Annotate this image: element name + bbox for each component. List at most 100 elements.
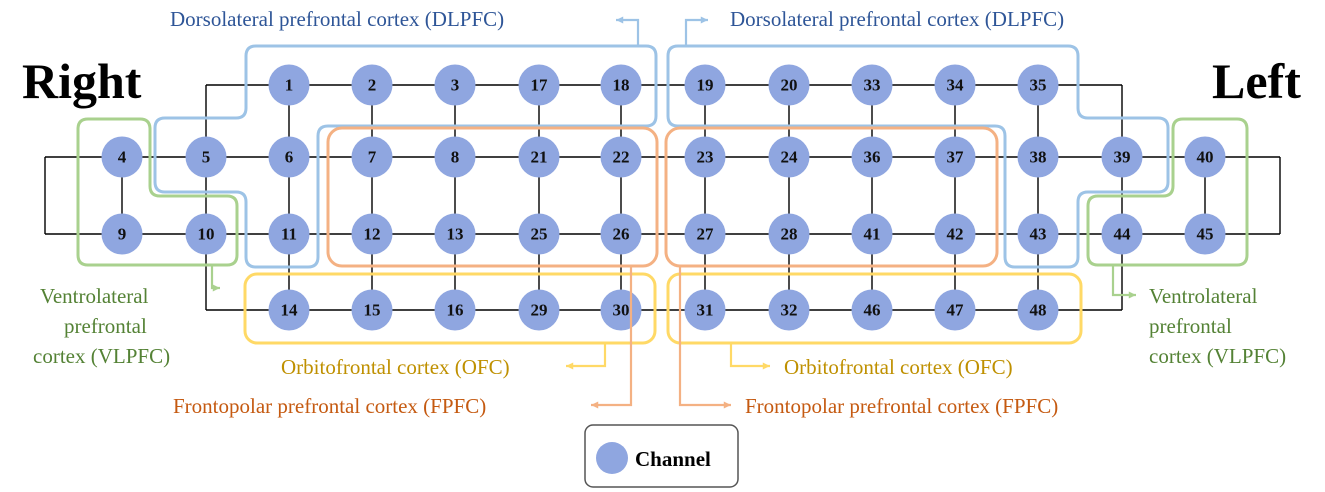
vlpfc-left-label-line1: Ventrolateral xyxy=(1149,284,1258,308)
dlpfc-right-label: Dorsolateral prefrontal cortex (DLPFC) xyxy=(170,7,504,31)
fpfc-right-arrow-line xyxy=(591,266,633,407)
channel-15: 15 xyxy=(351,289,393,331)
fpfc-left-arrow-head xyxy=(723,401,731,409)
ofc-right-label: Orbitofrontal cortex (OFC) xyxy=(281,355,510,379)
channel-10: 10 xyxy=(185,213,227,255)
channel-marker xyxy=(351,289,393,331)
channel-marker xyxy=(434,136,476,178)
channel-17: 17 xyxy=(518,64,560,106)
ofc-left-arrow xyxy=(729,343,770,370)
channel-46: 46 xyxy=(851,289,893,331)
channel-number: 47 xyxy=(947,301,965,320)
channel-marker xyxy=(934,289,976,331)
channel-number: 23 xyxy=(697,148,714,167)
channel-number: 27 xyxy=(697,225,715,244)
channel-number: 2 xyxy=(368,76,377,95)
legend-box xyxy=(584,424,739,488)
channel-marker xyxy=(851,213,893,255)
channel-number: 9 xyxy=(118,225,127,244)
channel-number: 24 xyxy=(781,148,799,167)
channel-number: 21 xyxy=(531,148,548,167)
channel-marker xyxy=(684,289,726,331)
channel-13: 13 xyxy=(434,213,476,255)
channel-33: 33 xyxy=(851,64,893,106)
vlpfc-right-arrow xyxy=(210,265,220,292)
channel-marker xyxy=(851,136,893,178)
dlpfc-right-arrow xyxy=(616,16,640,46)
channel-number: 1 xyxy=(285,76,294,95)
ofc-left-arrow-head xyxy=(762,362,770,370)
channel-number: 13 xyxy=(447,225,464,244)
channel-23: 23 xyxy=(684,136,726,178)
fpfc-left-arrow-line xyxy=(678,266,731,407)
channel-27: 27 xyxy=(684,213,726,255)
channel-number: 14 xyxy=(281,301,299,320)
channel-44: 44 xyxy=(1101,213,1143,255)
channel-43: 43 xyxy=(1017,213,1059,255)
vlpfc-left-label-line2: prefrontal xyxy=(1149,314,1232,338)
dlpfc-left-arrow xyxy=(684,16,708,46)
channel-47: 47 xyxy=(934,289,976,331)
channel-7: 7 xyxy=(351,136,393,178)
channel-marker xyxy=(934,64,976,106)
channel-28: 28 xyxy=(768,213,810,255)
channel-number: 29 xyxy=(531,301,548,320)
region-label-arrows xyxy=(210,16,1136,409)
channel-marker xyxy=(768,213,810,255)
channel-number: 30 xyxy=(613,301,630,320)
dlpfc-right-region-box xyxy=(153,44,658,269)
channel-9: 9 xyxy=(101,213,143,255)
vlpfc-right-label-line1: Ventrolateral xyxy=(40,284,149,308)
channel-marker xyxy=(684,136,726,178)
channel-21: 21 xyxy=(518,136,560,178)
channel-34: 34 xyxy=(934,64,976,106)
channel-45: 45 xyxy=(1184,213,1226,255)
channel-number: 19 xyxy=(697,76,714,95)
channel-41: 41 xyxy=(851,213,893,255)
fpfc-right-arrow-head xyxy=(591,401,599,409)
ofc-left-label: Orbitofrontal cortex (OFC) xyxy=(784,355,1013,379)
ofc-left-region-box xyxy=(666,272,1083,345)
dlpfc-right-arrow-head xyxy=(616,16,624,24)
channel-19: 19 xyxy=(684,64,726,106)
dlpfc-right-arrow-line xyxy=(616,18,640,46)
channel-marker xyxy=(600,64,642,106)
channel-14: 14 xyxy=(268,289,310,331)
channel-number: 12 xyxy=(364,225,381,244)
channel-22: 22 xyxy=(600,136,642,178)
channel-35: 35 xyxy=(1017,64,1059,106)
channel-number: 4 xyxy=(118,148,127,167)
channel-number: 46 xyxy=(864,301,881,320)
channel-marker xyxy=(268,136,310,178)
channel-marker xyxy=(518,213,560,255)
channel-number: 10 xyxy=(198,225,215,244)
fpfc-right-arrow xyxy=(591,266,633,409)
channel-number: 17 xyxy=(531,76,549,95)
channel-marker xyxy=(351,64,393,106)
channel-marker xyxy=(268,64,310,106)
channel-number: 8 xyxy=(451,148,460,167)
channel-number: 45 xyxy=(1197,225,1214,244)
channel-number: 40 xyxy=(1197,148,1214,167)
channel-31: 31 xyxy=(684,289,726,331)
channel-marker xyxy=(1101,136,1143,178)
channel-number: 35 xyxy=(1030,76,1047,95)
channel-29: 29 xyxy=(518,289,560,331)
channel-number: 18 xyxy=(613,76,630,95)
channel-number: 32 xyxy=(781,301,798,320)
channel-number: 15 xyxy=(364,301,381,320)
channel-marker xyxy=(1184,136,1226,178)
vlpfc-right-label-line2: prefrontal xyxy=(64,314,147,338)
channel-5: 5 xyxy=(185,136,227,178)
dlpfc-left-arrow-line xyxy=(684,18,708,46)
right-hemisphere-label: Right xyxy=(22,53,142,109)
channel-marker xyxy=(684,213,726,255)
channel-marker xyxy=(268,289,310,331)
channel-number: 3 xyxy=(451,76,460,95)
channel-marker xyxy=(351,136,393,178)
channel-marker xyxy=(768,289,810,331)
channel-6: 6 xyxy=(268,136,310,178)
channel-26: 26 xyxy=(600,213,642,255)
channel-number: 11 xyxy=(281,225,297,244)
channel-number: 33 xyxy=(864,76,881,95)
